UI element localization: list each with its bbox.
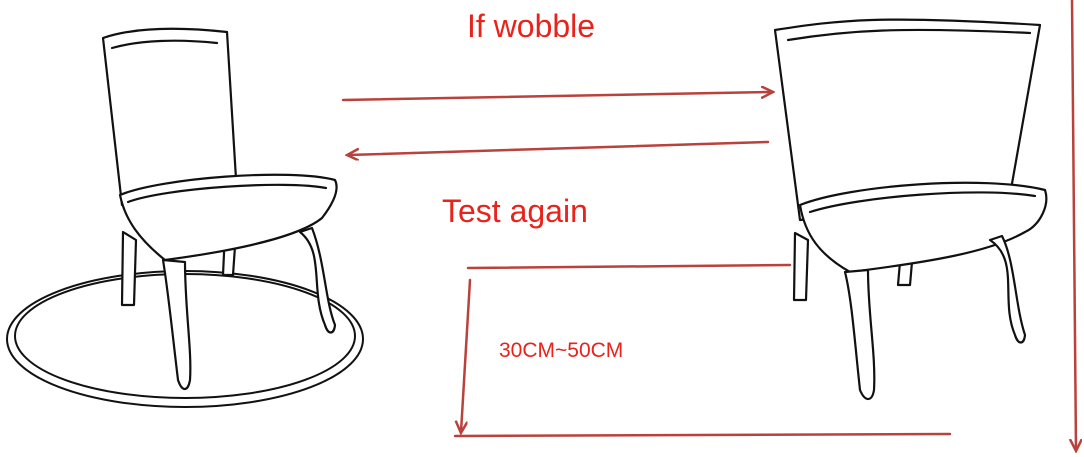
chair-drop-illustration bbox=[773, 18, 1048, 401]
test-again-label: Test again bbox=[442, 193, 588, 229]
drop-top-line bbox=[466, 263, 792, 270]
arrow-to-right-chair bbox=[341, 92, 772, 102]
if-wobble-label: If wobble bbox=[467, 8, 596, 44]
arrow-to-left-chair bbox=[348, 140, 770, 155]
drop-height-label: 30CM~50CM bbox=[499, 339, 624, 362]
right-edge-arrow bbox=[1072, 0, 1076, 450]
chair-on-mat-illustration bbox=[101, 27, 338, 391]
drop-bottom-line bbox=[453, 432, 952, 438]
arrows bbox=[341, 0, 1076, 450]
drop-height-arrow bbox=[461, 278, 472, 432]
